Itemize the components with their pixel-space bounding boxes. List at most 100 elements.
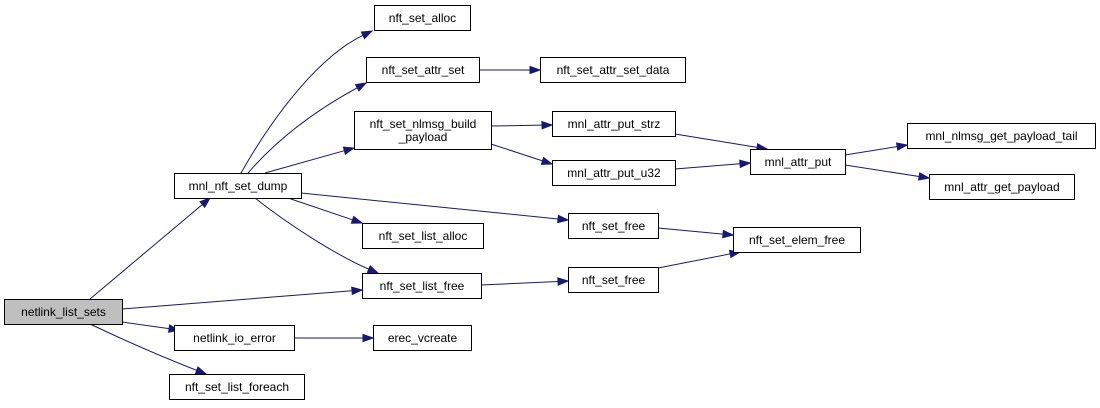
node-nft-set-list-alloc[interactable]: nft_set_list_alloc	[362, 223, 484, 249]
edge-nft-set-list-free-to-nft-set-free-2	[480, 277, 570, 286]
node-box	[366, 57, 480, 83]
node-label: mnl_attr_get_payload	[944, 180, 1059, 194]
node-netlink-io-error[interactable]: netlink_io_error	[174, 325, 295, 351]
edge-netlink-list-sets-to-netlink-io-error	[121, 321, 181, 333]
edge-arrowhead	[895, 142, 909, 151]
node-mnl-nlmsg-get-payload-tail[interactable]: mnl_nlmsg_get_payload_tail	[907, 123, 1096, 149]
edge-line	[657, 253, 731, 269]
edge-nft-set-attr-set-to-nft-set-attr-set-data	[479, 65, 542, 75]
node-label: erec_vcreate	[388, 331, 458, 345]
edge-netlink-list-sets-to-mnl-nft-set-dump	[89, 197, 212, 300]
edge-line	[121, 321, 170, 330]
node-nft-set-free-1[interactable]: nft_set_free	[568, 213, 659, 239]
edge-line	[490, 143, 543, 162]
edge-nft-set-nlmsg-build-payload-to-mnl-attr-put-u32	[490, 143, 554, 165]
edge-line	[89, 323, 197, 371]
edge-line	[121, 290, 353, 310]
node-label: nft_set_free	[582, 219, 646, 233]
node-label: nft_set_list_free	[380, 279, 465, 293]
node-box	[568, 267, 659, 293]
node-label: netlink_list_sets	[21, 305, 106, 319]
edge-mnl-nft-set-dump-to-nft-set-attr-set	[247, 82, 368, 174]
edge-line	[254, 197, 369, 270]
node-box	[907, 123, 1096, 149]
node-mnl-attr-put[interactable]: mnl_attr_put	[750, 149, 846, 175]
node-nft-set-list-free[interactable]: nft_set_list_free	[362, 273, 482, 299]
node-erec-vcreate[interactable]: erec_vcreate	[373, 325, 472, 351]
node-label: mnl_nft_set_dump	[189, 179, 288, 193]
node-label: netlink_io_error	[193, 331, 276, 345]
edge-arrowhead	[354, 82, 368, 92]
node-box	[750, 149, 846, 175]
node-nft-set-nlmsg-build-payload[interactable]: nft_set_nlmsg_build_payload	[354, 111, 492, 150]
edge-netlink-list-sets-to-nft-set-list-free	[121, 286, 364, 310]
edge-arrowhead	[350, 215, 364, 224]
node-label: nft_set_list_alloc	[379, 229, 468, 243]
node-box	[174, 325, 295, 351]
edge-line	[657, 227, 724, 235]
node-label: mnl_nlmsg_get_payload_tail	[925, 129, 1077, 143]
edge-arrowhead	[529, 65, 542, 75]
node-nft-set-attr-set[interactable]: nft_set_attr_set	[366, 57, 480, 83]
node-label: nft_set_attr_set_data	[557, 63, 670, 77]
edge-arrowhead	[362, 333, 375, 343]
node-nft-set-free-2[interactable]: nft_set_free	[568, 267, 659, 293]
edge-arrowhead	[557, 277, 570, 286]
node-box	[354, 111, 492, 150]
edge-line	[490, 124, 543, 127]
edge-arrowhead	[342, 146, 356, 156]
node-box	[362, 273, 482, 299]
edge-mnl-attr-put-to-mnl-attr-get-payload	[844, 164, 931, 181]
node-nft-set-list-foreach[interactable]: nft_set_list_foreach	[169, 374, 305, 400]
node-box	[552, 111, 676, 137]
node-label: mnl_attr_put_u32	[567, 166, 661, 180]
node-box	[568, 213, 659, 239]
node-box	[373, 325, 472, 351]
node-box	[540, 57, 686, 83]
node-mnl-attr-put-strz[interactable]: mnl_attr_put_strz	[552, 111, 676, 137]
edge-mnl-attr-put-u32-to-mnl-attr-put	[674, 159, 752, 170]
node-label: mnl_attr_put	[765, 155, 832, 169]
node-label: nft_set_list_foreach	[185, 380, 289, 394]
node-mnl-attr-put-u32[interactable]: mnl_attr_put_u32	[552, 160, 676, 186]
edge-arrowhead	[366, 264, 380, 274]
edge-mnl-nft-set-dump-to-nft-set-free-1	[300, 192, 570, 224]
node-nft-set-alloc[interactable]: nft_set_alloc	[374, 5, 471, 31]
edge-line	[300, 192, 559, 220]
edge-arrowhead	[722, 229, 735, 239]
edge-arrowhead	[541, 120, 554, 130]
edge-arrowhead	[194, 366, 208, 375]
edge-netlink-io-error-to-erec-vcreate	[294, 333, 375, 343]
edge-line	[247, 87, 358, 174]
node-box	[174, 173, 302, 199]
edges-layer	[89, 30, 931, 375]
node-nft-set-attr-set-data[interactable]: nft_set_attr_set_data	[540, 57, 686, 83]
node-box	[929, 174, 1075, 200]
edge-arrowhead	[540, 156, 554, 165]
edge-mnl-attr-put-strz-to-mnl-attr-put	[674, 133, 769, 152]
node-box	[733, 227, 861, 253]
nodes-layer: netlink_list_sets mnl_nft_set_dump nft_set…	[4, 5, 1096, 400]
edge-line	[240, 34, 364, 174]
node-mnl-nft-set-dump[interactable]: mnl_nft_set_dump	[174, 173, 302, 199]
edge-line	[844, 164, 920, 177]
node-box	[4, 299, 123, 325]
node-mnl-attr-get-payload[interactable]: mnl_attr_get_payload	[929, 174, 1075, 200]
edge-line	[674, 133, 758, 148]
node-netlink-list-sets[interactable]: netlink_list_sets	[4, 299, 123, 325]
edge-nft-set-free-2-to-nft-set-elem-free	[657, 249, 742, 269]
node-box	[374, 5, 471, 31]
edge-line	[264, 150, 345, 174]
edge-line	[674, 163, 741, 170]
edge-line	[844, 146, 898, 156]
edge-mnl-nft-set-dump-to-nft-set-list-free	[254, 197, 380, 274]
node-box	[169, 374, 305, 400]
node-box	[362, 223, 484, 249]
node-label: nft_set_alloc	[389, 11, 456, 25]
node-label: nft_set_attr_set	[382, 63, 465, 77]
node-label: nft_set_elem_free	[749, 233, 845, 247]
edge-line	[287, 197, 353, 221]
edge-arrowhead	[917, 172, 931, 181]
edge-arrowhead	[351, 286, 364, 296]
node-nft-set-elem-free[interactable]: nft_set_elem_free	[733, 227, 861, 253]
